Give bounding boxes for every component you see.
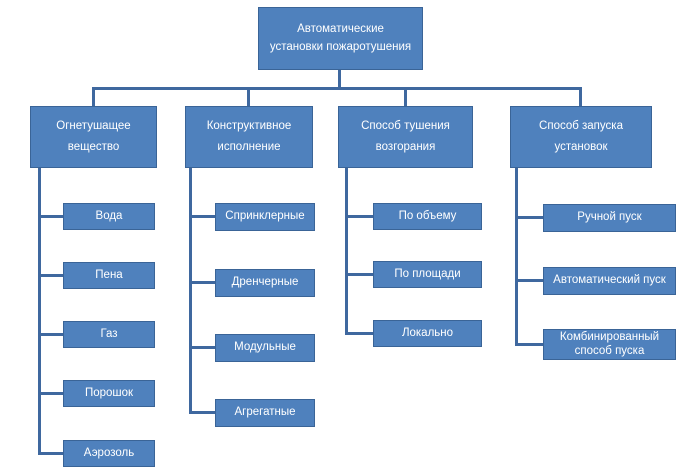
connector-line — [515, 343, 543, 346]
connector-line — [189, 411, 215, 414]
connector-line — [345, 332, 373, 335]
node-child-gas: Газ — [63, 321, 155, 348]
node-child-by-volume: По объему — [373, 203, 482, 230]
node-child-foam: Пена — [63, 262, 155, 289]
node-branch-start-method: Способ запуска установок — [510, 106, 652, 168]
connector-line — [345, 215, 373, 218]
connector-line — [515, 168, 518, 346]
node-child-automatic-start: Автоматический пуск — [543, 267, 676, 295]
node-child-aggregate: Агрегатные — [215, 399, 315, 427]
node-branch-structural-design: Конструктивное исполнение — [185, 106, 313, 168]
connector-line — [38, 168, 41, 455]
node-branch-extinguishing-method: Способ тушения возгорания — [338, 106, 473, 168]
connector-line — [345, 168, 348, 335]
connector-line — [92, 87, 582, 90]
connector-line — [404, 87, 407, 106]
connector-line — [38, 452, 63, 455]
connector-line — [515, 216, 543, 219]
node-child-locally: Локально — [373, 320, 482, 347]
connector-line — [189, 168, 192, 414]
node-root: Автоматические установки пожаротушения — [258, 7, 423, 70]
node-child-deluge: Дренчерные — [215, 269, 315, 297]
connector-line — [38, 333, 63, 336]
connector-line — [189, 215, 215, 218]
connector-line — [38, 392, 63, 395]
node-child-powder: Порошок — [63, 380, 155, 407]
connector-line — [189, 346, 215, 349]
connector-line — [579, 87, 582, 106]
node-branch-extinguishing-agent: Огнетушащее вещество — [30, 106, 157, 168]
node-child-sprinkler: Спринклерные — [215, 203, 315, 231]
connector-line — [189, 281, 215, 284]
connector-line — [345, 273, 373, 276]
node-child-aerosol: Аэрозоль — [63, 440, 155, 467]
node-child-modular: Модульные — [215, 334, 315, 362]
connector-line — [515, 279, 543, 282]
connector-line — [92, 87, 95, 106]
connector-line — [247, 87, 250, 106]
node-child-by-area: По площади — [373, 261, 482, 288]
node-child-combined-start: Комбинированный способ пуска — [543, 329, 676, 360]
node-child-water: Вода — [63, 203, 155, 230]
connector-line — [38, 274, 63, 277]
connector-line — [38, 215, 63, 218]
node-child-manual-start: Ручной пуск — [543, 204, 676, 232]
connector-line — [338, 70, 341, 89]
